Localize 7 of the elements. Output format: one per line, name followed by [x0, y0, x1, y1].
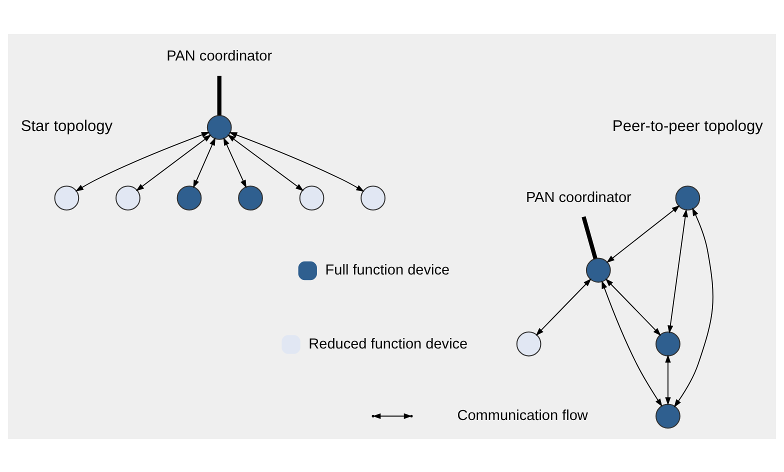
legend-label: Reduced function device [308, 336, 468, 352]
legend-label: Communication flow [457, 407, 588, 424]
node-text: PAN coordinator [166, 48, 272, 64]
label: Star topology [20, 118, 113, 135]
label: Peer-to-peer topology [612, 118, 763, 135]
node-text: PAN coordinator [526, 189, 632, 206]
legend-label: Full function device [325, 262, 450, 278]
